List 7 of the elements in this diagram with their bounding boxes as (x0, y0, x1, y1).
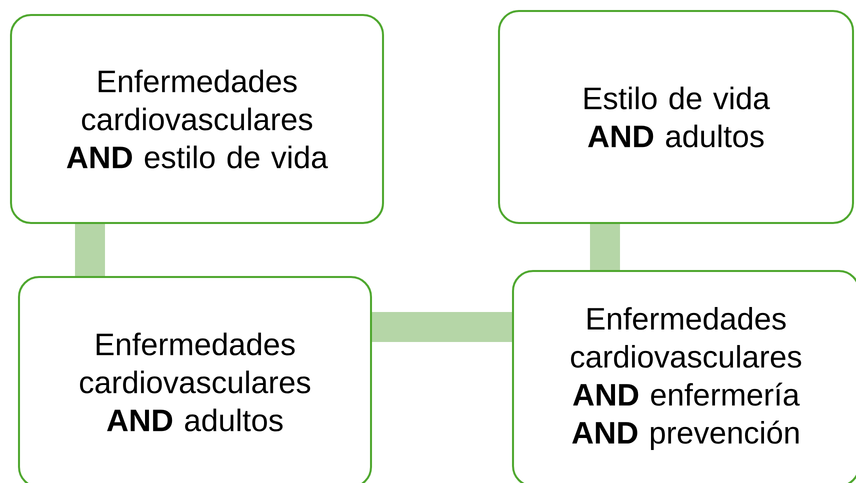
connector-bar (372, 312, 512, 342)
text-box: Enfermedades cardiovasculares AND enfermería AND prevención (512, 270, 856, 483)
connector-bar (75, 224, 105, 276)
text-box: Enfermedades cardiovasculares AND adultos (18, 276, 372, 483)
text-box: Enfermedades cardiovasculares AND estilo de vida (10, 14, 384, 224)
connector-bar (590, 224, 620, 270)
text-box: Estilo de vida AND adultos (498, 10, 854, 224)
